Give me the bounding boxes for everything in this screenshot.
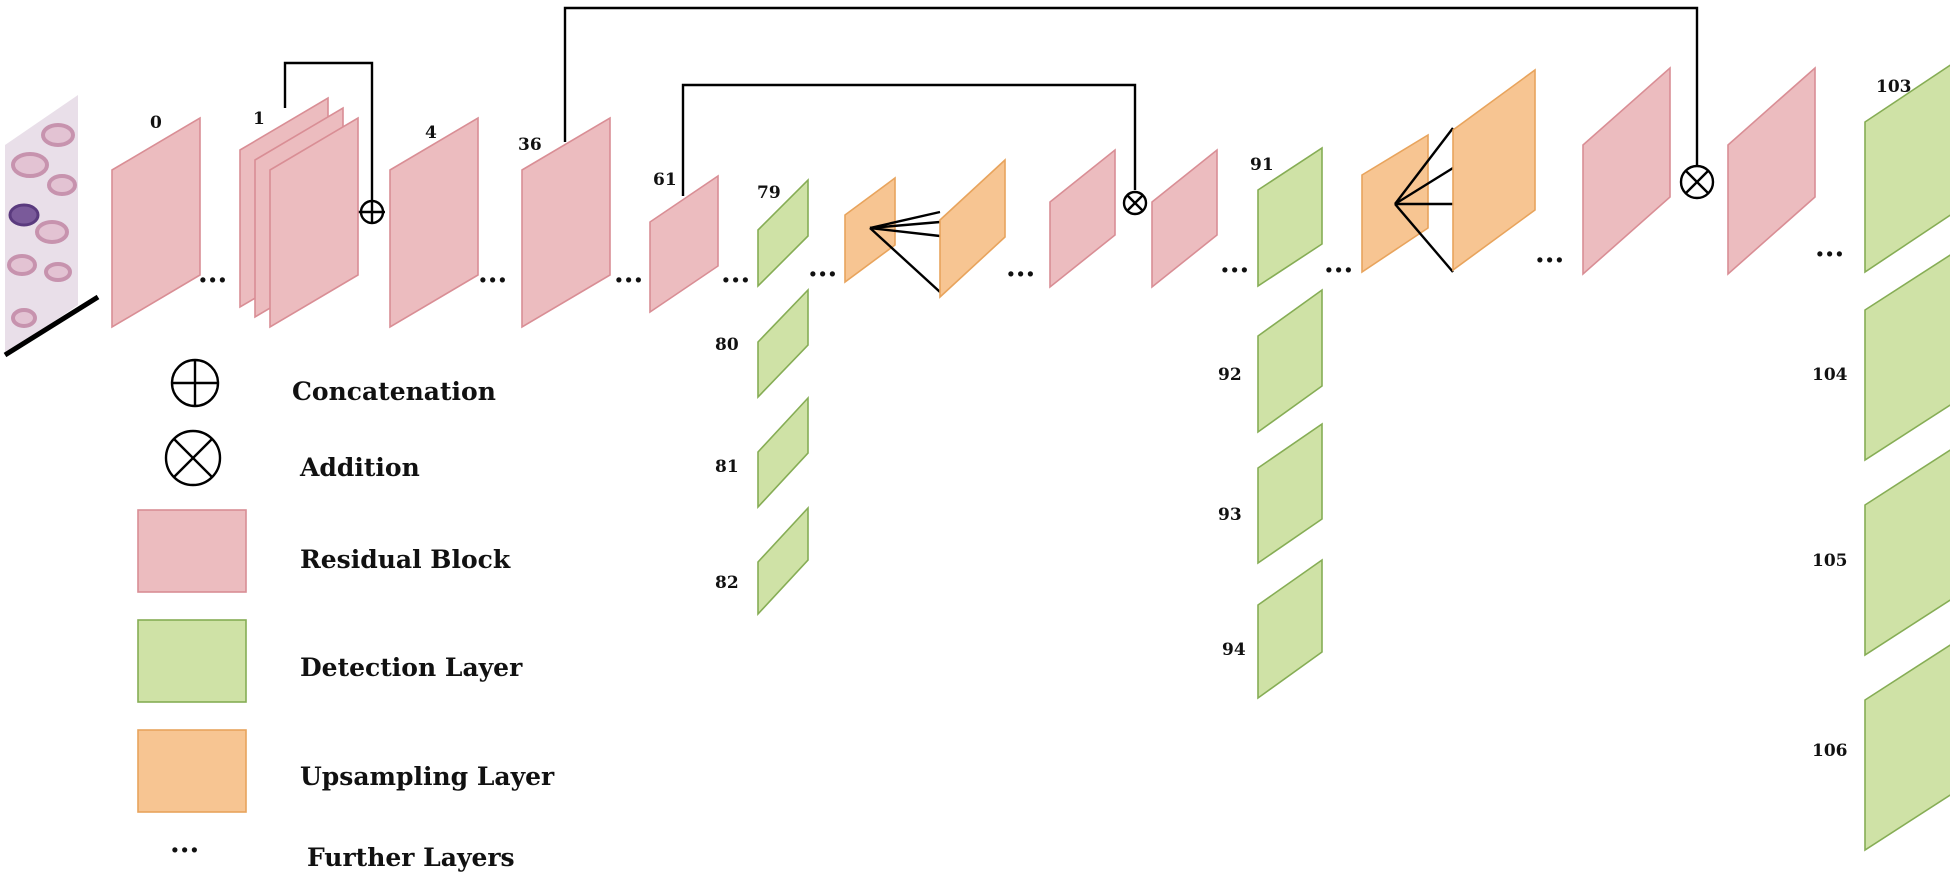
layer-label-82: 82 — [715, 573, 739, 593]
ellipsis: ... — [1220, 246, 1249, 279]
legend-concatenation-label: Concatenation — [292, 377, 496, 406]
addition-symbol-61 — [1122, 190, 1148, 216]
layer-label-81: 81 — [715, 457, 739, 477]
ellipsis: ... — [808, 250, 837, 283]
ellipsis: ... — [198, 256, 227, 289]
detection-layer-105 — [1864, 449, 1950, 657]
legend-residual-block-label: Residual Block — [300, 545, 511, 574]
detection-layer-91 — [1257, 146, 1323, 288]
detection-layer-81 — [757, 395, 809, 510]
ellipsis: ... — [1006, 250, 1035, 283]
ellipsis: ... — [614, 256, 643, 289]
layer-label-36: 36 — [518, 135, 542, 155]
layer-label-80: 80 — [715, 335, 739, 355]
legend-detection-layer-label: Detection Layer — [300, 653, 523, 682]
legend-concatenation-icon — [170, 358, 220, 408]
legend-addition-icon — [164, 429, 222, 487]
residual-block-0 — [111, 116, 201, 329]
ellipsis: ... — [1324, 246, 1353, 279]
layer-label-94: 94 — [1222, 640, 1246, 660]
skip-wire-36-add — [563, 6, 1699, 166]
detection-layer-82 — [757, 505, 809, 617]
legend-addition-label: Addition — [299, 453, 420, 482]
residual-block-after-61-b — [1151, 148, 1218, 289]
legend-upsampling-layer-label: Upsampling Layer — [300, 762, 555, 791]
upsampling-fan-2d — [1394, 203, 1454, 273]
residual-block-4 — [389, 116, 479, 329]
residual-block-after-61-a — [1049, 148, 1116, 289]
concatenation-symbol — [359, 199, 385, 225]
input-blood-smear-image — [3, 95, 100, 358]
residual-block-1c — [269, 116, 359, 329]
upsampling-fan-2 — [1394, 127, 1454, 205]
detection-layer-93 — [1257, 422, 1323, 565]
addition-symbol-36 — [1679, 164, 1715, 200]
layer-label-0: 0 — [150, 113, 162, 133]
residual-block-after-91-b — [1727, 66, 1816, 276]
upsampling-layer-1b — [939, 158, 1006, 299]
legend-further-layers-label: Further Layers — [307, 843, 515, 872]
upsampling-layer-1a — [844, 176, 896, 284]
layer-label-1: 1 — [253, 109, 265, 129]
layer-label-105: 105 — [1812, 551, 1848, 571]
detection-layer-94 — [1257, 558, 1323, 700]
legend-residual-block-swatch — [137, 509, 247, 593]
detection-layer-103 — [1864, 64, 1950, 274]
upsampling-fan-1 — [869, 210, 941, 230]
layer-label-91: 91 — [1250, 155, 1274, 175]
layer-label-4: 4 — [425, 123, 437, 143]
detection-layer-92 — [1257, 288, 1323, 434]
residual-block-after-91-a — [1582, 66, 1671, 276]
ellipsis: ... — [1815, 230, 1844, 263]
layer-label-106: 106 — [1812, 741, 1848, 761]
residual-block-61 — [649, 174, 719, 314]
detection-layers — [757, 64, 1950, 852]
ellipsis-markers: ... ... ... ... ... ... ... ... ... ... — [198, 230, 1844, 289]
legend: Concatenation Addition Residual Block De… — [137, 358, 555, 872]
upsampling-layers — [844, 68, 1536, 299]
ellipsis: ... — [478, 256, 507, 289]
layer-labels: 0 1 4 36 61 79 80 81 82 91 92 93 94 103 … — [150, 77, 1912, 761]
upsampling-fan-1c — [869, 226, 941, 238]
upsampling-fan-2b — [1394, 166, 1454, 206]
upsampling-layer-2b — [1452, 68, 1536, 272]
detection-layer-104 — [1864, 254, 1950, 462]
upsampling-fan-1d — [869, 227, 941, 293]
residual-blocks — [111, 66, 1816, 329]
ellipsis: ... — [1535, 236, 1564, 269]
detection-layer-106 — [1864, 644, 1950, 852]
upsampling-fan-1b — [869, 220, 941, 230]
detection-layer-79 — [757, 178, 809, 288]
layer-label-79: 79 — [757, 183, 781, 203]
operation-symbols — [359, 164, 1715, 225]
skip-wire-1-concat — [283, 61, 374, 200]
layer-label-103: 103 — [1876, 77, 1912, 97]
legend-further-layers-icon: ... — [170, 826, 199, 859]
layer-label-93: 93 — [1218, 505, 1242, 525]
legend-upsampling-layer-swatch — [137, 729, 247, 813]
skip-wire-61-add — [681, 83, 1137, 196]
layer-label-61: 61 — [653, 170, 677, 190]
legend-detection-layer-swatch — [137, 619, 247, 703]
layer-label-104: 104 — [1812, 365, 1848, 385]
ellipsis: ... — [721, 256, 750, 289]
residual-block-36 — [521, 116, 611, 329]
layer-label-92: 92 — [1218, 365, 1242, 385]
detection-layer-80 — [757, 288, 809, 399]
